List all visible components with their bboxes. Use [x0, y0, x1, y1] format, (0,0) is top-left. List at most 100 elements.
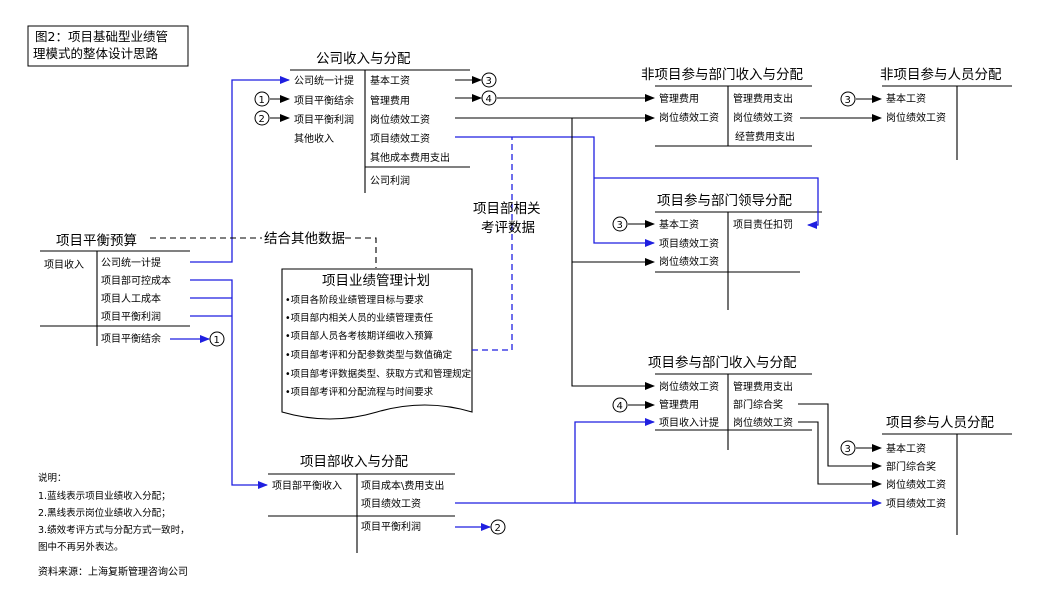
note-line: 图中不再另外表达。: [38, 541, 124, 553]
dept-right-item: 项目绩效工资: [361, 497, 421, 510]
project-lead-left-item: 项目绩效工资: [659, 237, 719, 250]
budget-left-item: 项目收入: [44, 258, 84, 271]
performance-plan-document: 项目业绩管理计划 •项目各阶段业绩管理目标与要求 •项目部内相关人员的业绩管理责…: [281, 268, 473, 420]
non-project-dept-title: 非项目参与部门收入与分配: [641, 66, 803, 83]
company-right-item: 其他成本费用支出: [370, 151, 450, 164]
dept-right-item: 项目成本\费用支出: [361, 479, 444, 492]
company-left-item: 项目平衡结余: [294, 94, 354, 107]
project-dept-account: 项目参与部门收入与分配 岗位绩效工资 管理费用 项目收入计提 管理费用支出 部门…: [648, 354, 812, 450]
dept-account-title: 项目部收入与分配: [300, 454, 408, 470]
blue-flow-lines: [170, 76, 882, 531]
project-dept-right-item: 管理费用支出: [733, 380, 793, 393]
note-line: 1.蓝线表示项目业绩收入分配；: [38, 490, 171, 502]
company-account: 公司收入与分配 公司统一计提 项目平衡结余 项目平衡利润 其他收入 基本工资 管…: [290, 51, 470, 193]
marker-2-company: 2: [254, 110, 270, 126]
plan-item: •项目部考评和分配流程与时间要求: [285, 386, 434, 398]
note-line: 2.黑线表示岗位业绩收入分配；: [38, 507, 171, 519]
non-project-staff-left-item: 岗位绩效工资: [886, 111, 946, 124]
marker-4-company-out: 4: [481, 90, 497, 106]
non-project-staff-account: 非项目参与人员分配 基本工资 岗位绩效工资: [880, 66, 1012, 160]
svg-text:1: 1: [259, 95, 265, 106]
company-left-item: 项目平衡利润: [294, 113, 354, 126]
project-lead-left-item: 岗位绩效工资: [659, 255, 719, 268]
note-line: 3.绩效考评方式与分配方式一致时，: [38, 524, 190, 536]
budget-right-item: 项目人工成本: [101, 292, 161, 305]
non-project-dept-right-item: 经营费用支出: [735, 130, 795, 143]
budget-right-item: 项目平衡利润: [101, 310, 161, 323]
project-lead-account: 项目参与部门领导分配 基本工资 项目绩效工资 岗位绩效工资 项目责任扣罚: [655, 192, 822, 310]
plan-item: •项目部人员各考核期详细收入预算: [285, 330, 433, 342]
svg-text:4: 4: [486, 94, 492, 105]
evaluation-data-label: 考评数据: [481, 220, 535, 236]
marker-4-project-dept: 4: [612, 397, 628, 413]
budget-right-item: 项目部可控成本: [101, 274, 171, 287]
project-dept-right-item: 部门综合奖: [733, 398, 783, 411]
company-left-item: 公司统一计提: [294, 74, 354, 87]
company-right-item: 基本工资: [370, 74, 410, 87]
dashed-connectors: [150, 137, 513, 351]
company-account-title: 公司收入与分配: [316, 51, 411, 67]
project-staff-account: 项目参与人员分配 基本工资 部门综合奖 岗位绩效工资 项目绩效工资: [882, 414, 1012, 535]
marker-3-project-lead: 3: [612, 216, 628, 232]
plan-title: 项目业绩管理计划: [322, 273, 430, 289]
figure-title: 图2：项目基础型业绩管 理模式的整体设计思路: [27, 25, 189, 67]
notes-heading: 说明：: [38, 472, 67, 484]
company-bottom-item: 公司利润: [370, 174, 410, 187]
project-dept-left-item: 项目收入计提: [659, 416, 719, 429]
project-dept-left-item: 管理费用: [659, 398, 699, 411]
dept-bottom-item: 项目平衡利润: [361, 520, 421, 533]
marker-1-company: 1: [254, 91, 270, 107]
budget-account: 项目平衡预算 项目收入 公司统一计提 项目部可控成本 项目人工成本 项目平衡利润…: [40, 233, 190, 346]
marker-3-company-out: 3: [481, 72, 497, 88]
budget-account-title: 项目平衡预算: [56, 233, 137, 249]
non-project-staff-title: 非项目参与人员分配: [880, 66, 1002, 83]
project-lead-left-item: 基本工资: [659, 218, 699, 231]
figure-title-line-1: 图2：项目基础型业绩管: [35, 29, 168, 44]
marker-3-non-project-staff: 3: [840, 91, 856, 107]
company-right-item: 岗位绩效工资: [370, 113, 430, 126]
svg-text:3: 3: [845, 444, 851, 455]
company-left-item: 其他收入: [294, 132, 334, 145]
project-staff-title: 项目参与人员分配: [886, 414, 994, 431]
project-staff-left-item: 部门综合奖: [886, 460, 936, 473]
non-project-dept-right-item: 岗位绩效工资: [733, 111, 793, 124]
combine-data-label: 结合其他数据: [264, 231, 345, 247]
non-project-dept-right-item: 管理费用支出: [733, 92, 793, 105]
marker-2-dept-out: 2: [490, 519, 506, 535]
plan-item: •项目部考评数据类型、获取方式和管理规定: [285, 368, 472, 380]
dept-account: 项目部收入与分配 项目部平衡收入 项目成本\费用支出 项目绩效工资 项目平衡利润: [268, 454, 455, 553]
project-lead-right-item: 项目责任扣罚: [733, 218, 793, 231]
svg-text:1: 1: [214, 335, 220, 346]
svg-text:3: 3: [617, 220, 623, 231]
plan-item: •项目部考评和分配参数类型与数值确定: [285, 349, 453, 361]
plan-item: •项目部内相关人员的业绩管理责任: [285, 312, 434, 324]
project-dept-left-item: 岗位绩效工资: [659, 380, 719, 393]
company-right-item: 管理费用: [370, 94, 410, 107]
svg-text:3: 3: [486, 76, 492, 87]
evaluation-data-label: 项目部相关: [473, 201, 541, 217]
notes: 说明： 1.蓝线表示项目业绩收入分配； 2.黑线表示岗位业绩收入分配； 3.绩效…: [38, 472, 190, 578]
project-staff-left-item: 基本工资: [886, 442, 926, 455]
budget-right-item: 公司统一计提: [101, 256, 161, 269]
source-note: 资料来源：上海复斯管理咨询公司: [38, 565, 188, 578]
non-project-dept-left-item: 管理费用: [659, 92, 699, 105]
black-flow-lines: [270, 76, 882, 488]
company-right-item: 项目绩效工资: [370, 132, 430, 145]
svg-text:2: 2: [495, 523, 501, 534]
svg-text:4: 4: [617, 401, 623, 412]
project-dept-right-item: 岗位绩效工资: [733, 416, 793, 429]
dept-left-item: 项目部平衡收入: [272, 479, 342, 492]
non-project-staff-left-item: 基本工资: [886, 92, 926, 105]
project-dept-title: 项目参与部门收入与分配: [648, 354, 797, 371]
plan-item: •项目各阶段业绩管理目标与要求: [285, 294, 424, 306]
project-staff-left-item: 项目绩效工资: [886, 497, 946, 510]
non-project-dept-left-item: 岗位绩效工资: [659, 111, 719, 124]
project-staff-left-item: 岗位绩效工资: [886, 478, 946, 491]
marker-3-project-staff: 3: [840, 440, 856, 456]
project-lead-title: 项目参与部门领导分配: [657, 192, 792, 209]
marker-1-budget-out: 1: [209, 331, 225, 347]
figure-title-line-2: 理模式的整体设计思路: [33, 46, 159, 61]
non-project-dept-account: 非项目参与部门收入与分配 管理费用 岗位绩效工资 管理费用支出 岗位绩效工资 经…: [641, 66, 812, 147]
svg-text:3: 3: [845, 95, 851, 106]
